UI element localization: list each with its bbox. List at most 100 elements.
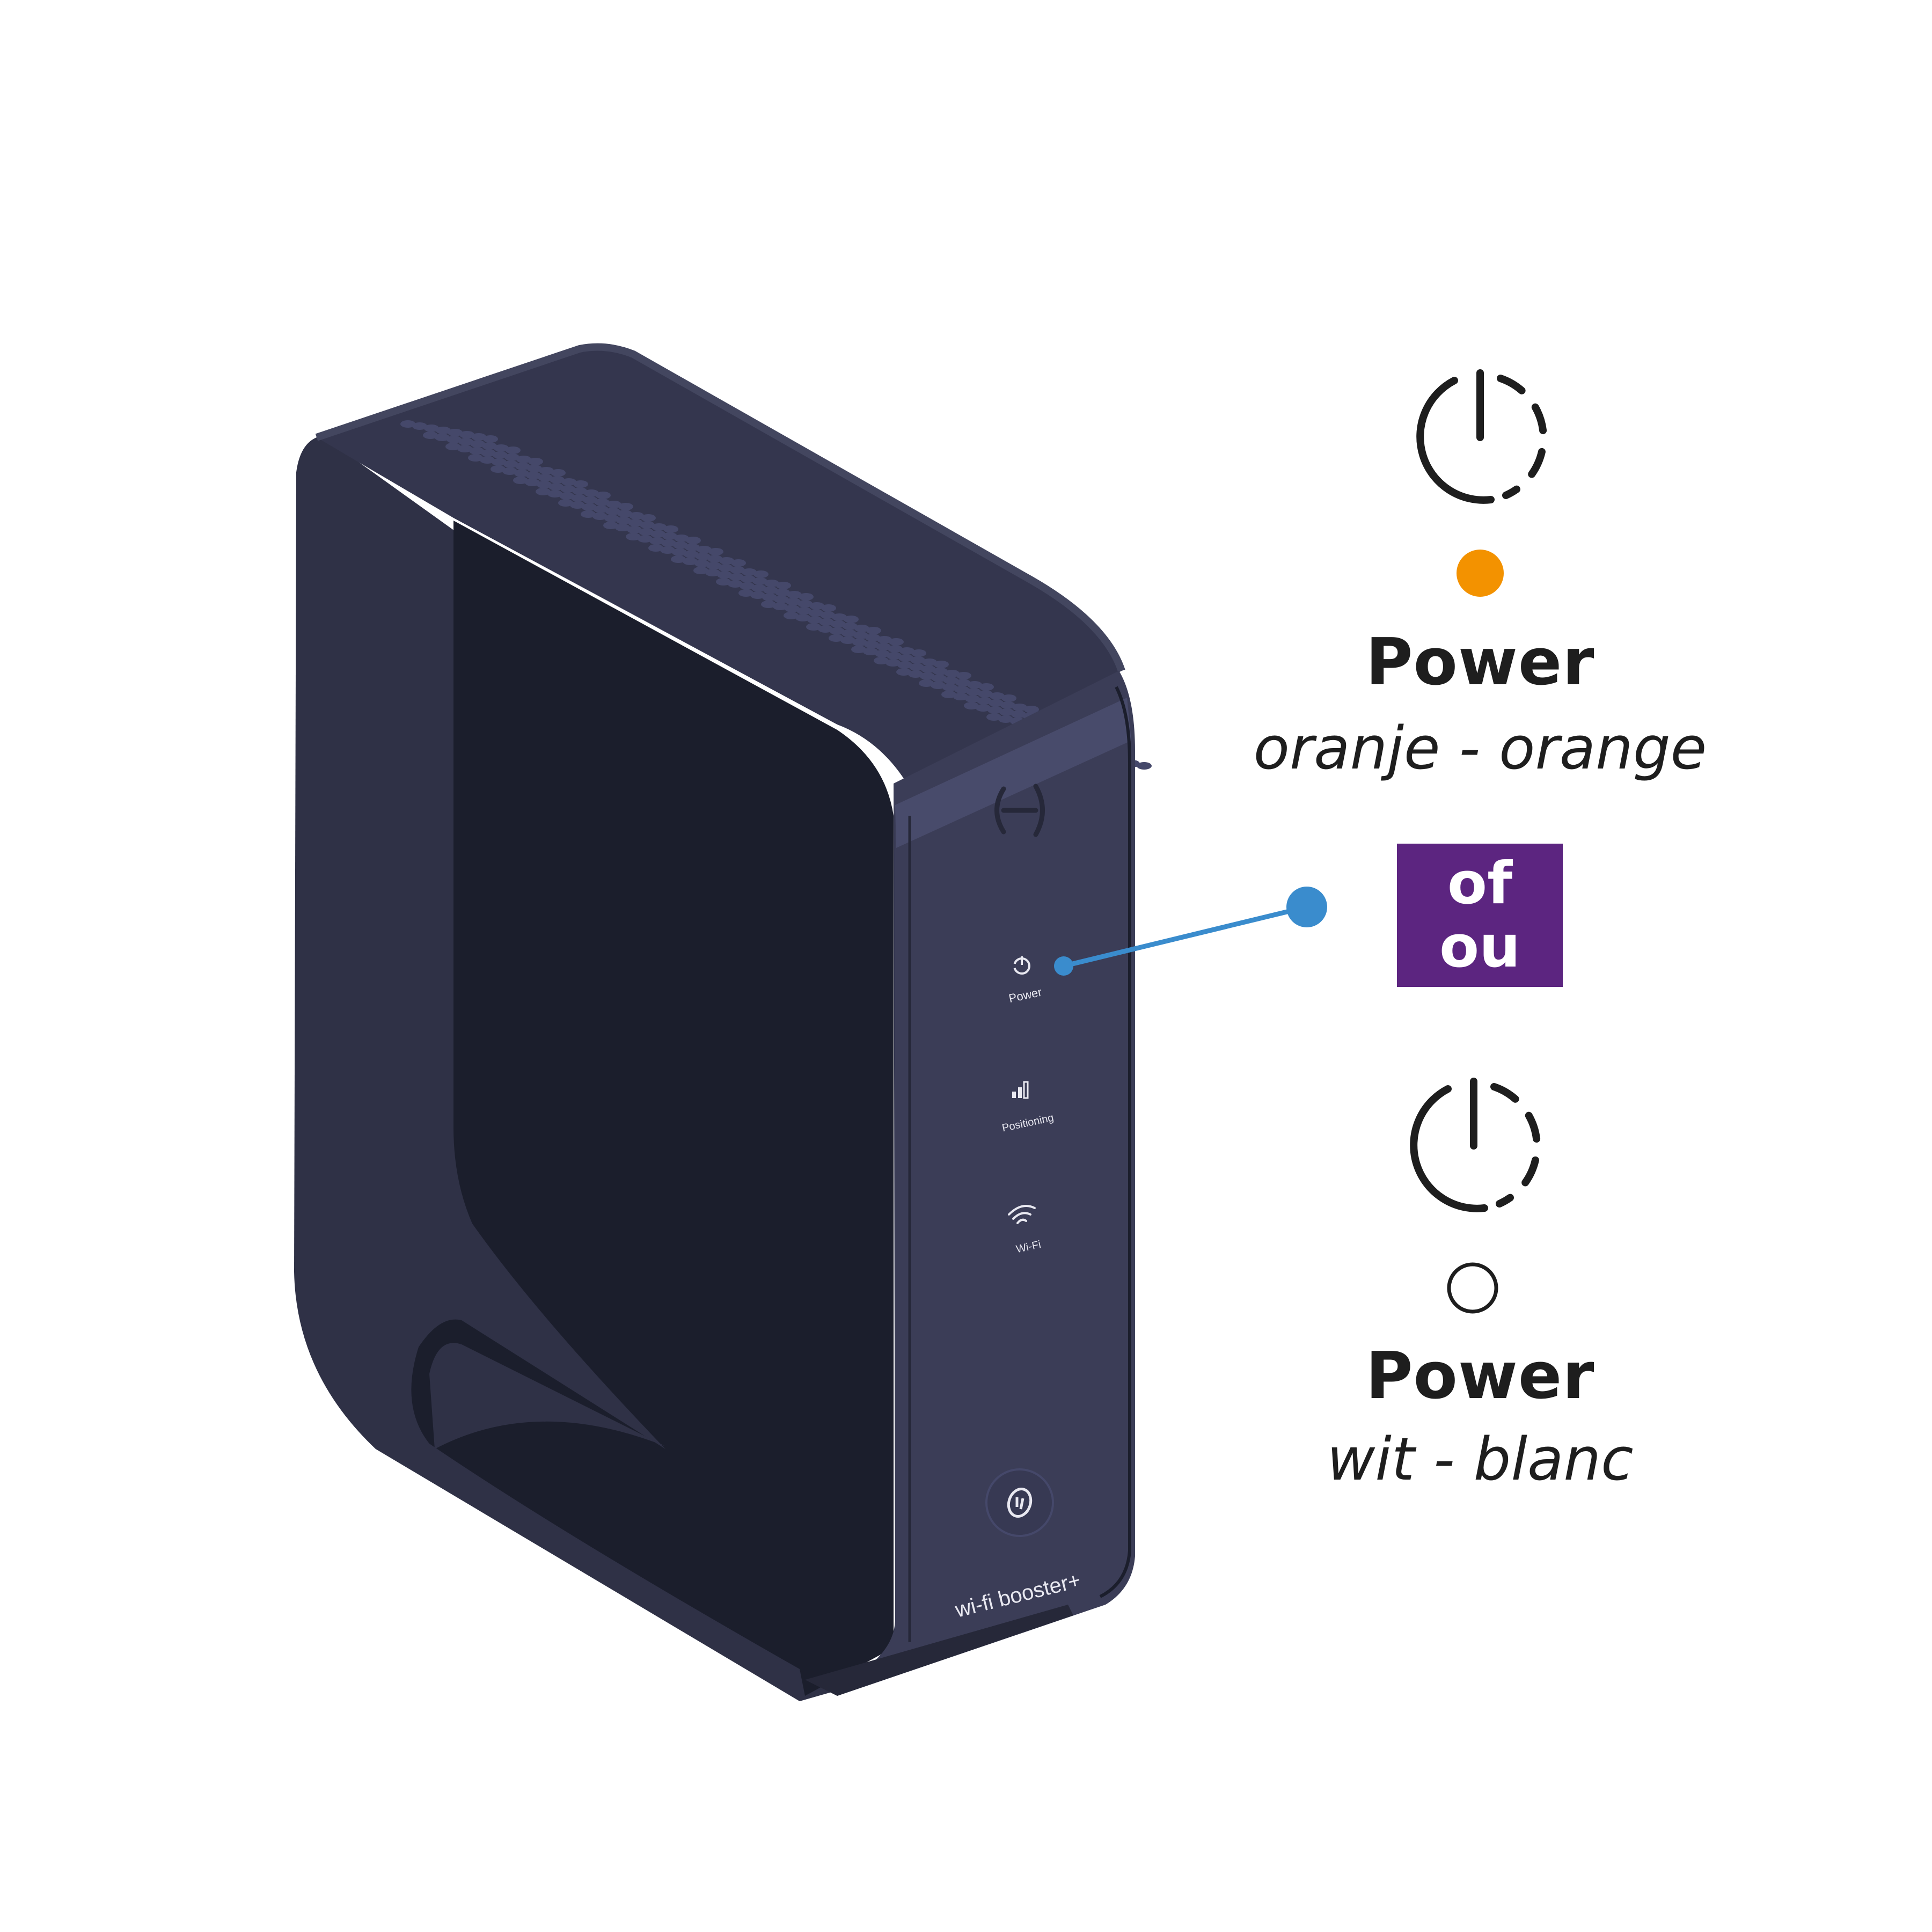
vent-hole bbox=[897, 661, 912, 669]
vent-hole bbox=[819, 618, 834, 626]
vent-hole bbox=[853, 632, 868, 639]
vent-hole bbox=[492, 458, 507, 466]
vent-hole bbox=[808, 609, 823, 617]
vent-hole bbox=[493, 451, 508, 459]
vent-hole bbox=[673, 541, 688, 549]
vent-hole bbox=[877, 636, 892, 643]
vent-hole bbox=[604, 515, 619, 522]
vent-hole bbox=[821, 604, 836, 612]
vent-hole bbox=[899, 647, 914, 655]
vent-hole bbox=[458, 438, 473, 445]
vent-hole bbox=[400, 420, 415, 428]
vent-hole bbox=[707, 555, 722, 562]
pairing-button[interactable] bbox=[985, 1468, 1054, 1537]
vent-hole bbox=[911, 649, 926, 657]
vent-hole bbox=[898, 654, 913, 662]
vent-hole bbox=[594, 506, 609, 513]
vent-hole bbox=[448, 429, 463, 436]
vent-hole bbox=[482, 442, 497, 450]
vent-hole bbox=[447, 436, 462, 443]
device-front-panel-edge bbox=[1099, 686, 1131, 1598]
vent-hole bbox=[582, 503, 597, 511]
device-front-panel bbox=[837, 671, 1135, 1696]
vent-hole bbox=[999, 708, 1014, 716]
vent-hole bbox=[502, 467, 517, 475]
vent-hole bbox=[919, 679, 934, 687]
vent-hole bbox=[584, 489, 599, 497]
vent-hole bbox=[775, 589, 790, 596]
vent-hole bbox=[640, 521, 655, 529]
pairing-button-icon bbox=[1007, 1488, 1033, 1518]
vent-hole bbox=[753, 570, 769, 578]
vent-hole bbox=[661, 539, 676, 547]
vent-hole bbox=[866, 627, 881, 634]
vent-hole bbox=[1137, 762, 1152, 770]
vent-hole bbox=[705, 569, 720, 576]
vent-hole bbox=[843, 623, 858, 630]
vent-hole bbox=[708, 548, 723, 555]
vent-hole bbox=[615, 524, 630, 531]
state-white-subtitle: wit - blanc bbox=[1327, 1425, 1634, 1494]
vent-hole bbox=[672, 548, 687, 556]
vent-hole bbox=[483, 435, 498, 443]
vent-hole bbox=[506, 447, 521, 454]
vent-hole bbox=[965, 695, 980, 702]
vent-hole bbox=[750, 591, 765, 599]
vent-hole bbox=[572, 487, 587, 495]
vent-hole bbox=[694, 560, 709, 567]
vent-hole bbox=[662, 532, 677, 540]
vent-hole bbox=[844, 616, 859, 623]
vent-hole bbox=[941, 691, 956, 698]
vent-hole bbox=[945, 670, 960, 677]
vent-hole bbox=[885, 659, 901, 667]
vent-hole bbox=[729, 573, 744, 581]
vent-hole bbox=[976, 704, 991, 712]
vent-hole bbox=[955, 679, 970, 686]
vent-hole bbox=[526, 472, 541, 479]
vent-hole bbox=[626, 533, 641, 540]
state-orange-title: Power bbox=[1365, 625, 1595, 700]
vent-hole bbox=[516, 456, 531, 463]
vent-hole bbox=[652, 523, 667, 531]
vent-hole bbox=[551, 469, 566, 477]
vent-hole bbox=[469, 447, 484, 455]
or-separator-french: ou bbox=[1439, 913, 1521, 980]
callout-line bbox=[1063, 904, 1308, 969]
vent-hole bbox=[942, 684, 957, 691]
vent-hole bbox=[706, 562, 721, 569]
vent-hole bbox=[558, 499, 573, 507]
vent-hole bbox=[741, 575, 756, 583]
vent-hole bbox=[931, 682, 946, 689]
vent-hole bbox=[559, 492, 574, 500]
vent-hole bbox=[896, 668, 911, 676]
vent-hole bbox=[548, 483, 564, 491]
vent-hole bbox=[979, 683, 994, 691]
vent-hole bbox=[468, 454, 483, 462]
vent-hole bbox=[1000, 701, 1015, 709]
vent-hole bbox=[570, 501, 585, 509]
vent-hole bbox=[514, 470, 529, 477]
wifi-icon bbox=[1008, 1205, 1036, 1224]
vent-hole bbox=[764, 580, 779, 587]
vent-hole bbox=[774, 596, 789, 603]
vent-hole bbox=[932, 675, 947, 682]
vent-hole bbox=[686, 537, 701, 544]
vent-hole bbox=[761, 601, 776, 608]
vent-hole bbox=[840, 636, 855, 644]
device-top-rim bbox=[315, 343, 1125, 672]
vent-hole bbox=[538, 474, 553, 481]
vent-hole bbox=[674, 535, 689, 542]
vent-hole bbox=[953, 693, 968, 700]
state-white-title: Power bbox=[1365, 1339, 1595, 1414]
vent-hole bbox=[832, 613, 847, 621]
vent-hole bbox=[648, 544, 663, 552]
vent-hole bbox=[990, 692, 1005, 700]
brand-logo-icon bbox=[994, 784, 1045, 837]
vent-hole bbox=[423, 431, 438, 439]
vent-hole bbox=[596, 492, 611, 499]
vent-hole bbox=[851, 646, 866, 653]
vent-hole bbox=[550, 476, 565, 484]
vent-hole bbox=[481, 449, 496, 457]
vent-hole bbox=[763, 587, 778, 594]
